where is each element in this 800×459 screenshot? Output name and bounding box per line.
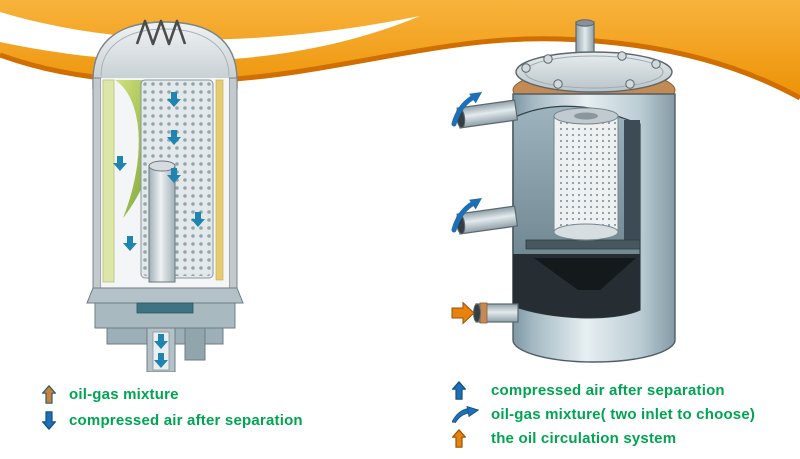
up-arrow-icon — [452, 380, 480, 400]
oil-inlet-arrow — [451, 301, 475, 325]
legend-right: compressed air after separation oil-gas … — [452, 379, 755, 451]
legend-item: compressed air after separation — [452, 379, 755, 401]
up-arrow-icon — [42, 384, 58, 404]
inlet-pipe-top — [455, 99, 519, 129]
curved-arrow-icon — [452, 405, 480, 423]
filter-element — [553, 107, 619, 241]
up-arrow-icon — [452, 428, 480, 448]
down-arrow-icon — [42, 410, 58, 430]
legend-label: the oil circulation system — [491, 429, 677, 447]
flange-bolts — [521, 51, 661, 89]
inner-tube — [148, 160, 176, 283]
oil-return-pipe — [473, 302, 519, 324]
tank-flange — [515, 51, 673, 93]
legend-item: oil-gas mixture — [42, 383, 303, 405]
legend-label: compressed air after separation — [491, 381, 725, 399]
tank-top-pipe — [575, 19, 595, 57]
spring-icon — [135, 19, 187, 46]
filter-dome — [92, 21, 238, 89]
separator-tank-cutaway-diagram — [451, 19, 676, 363]
legend-item: compressed air after separation — [42, 409, 303, 431]
legend-item: the oil circulation system — [452, 427, 755, 449]
filter-base — [86, 287, 244, 372]
legend-left: oil-gas mixture compressed air after sep… — [42, 383, 303, 435]
legend-label: compressed air after separation — [69, 411, 303, 429]
oil-sump-funnel — [534, 258, 636, 290]
inner-media-stripe — [215, 79, 224, 281]
legend-label: oil-gas mixture — [69, 385, 179, 403]
legend-label: oil-gas mixture( two inlet to choose) — [491, 405, 756, 423]
outer-filter-media — [102, 79, 115, 283]
filter-element-cutaway-diagram — [86, 19, 244, 372]
legend-item: oil-gas mixture( two inlet to choose) — [452, 403, 755, 425]
